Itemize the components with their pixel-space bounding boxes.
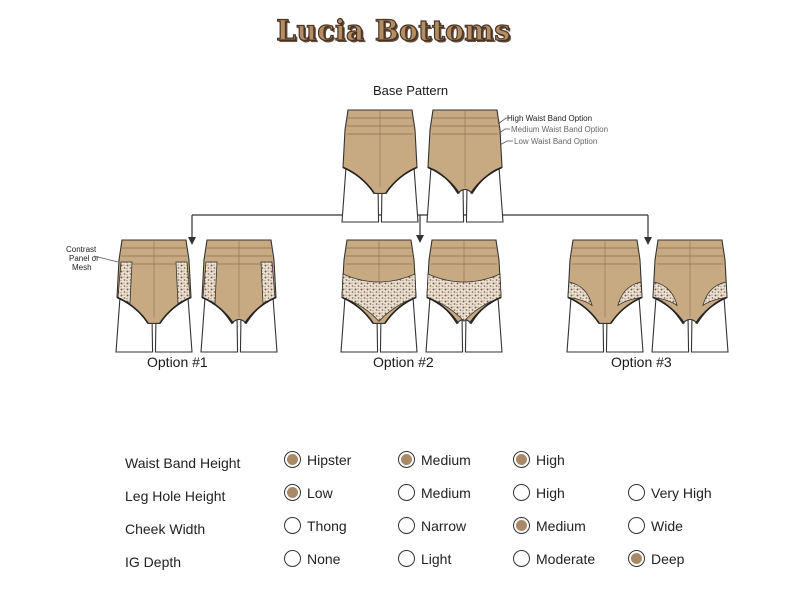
radio-circle[interactable]	[398, 484, 415, 501]
selector-label: Leg Hole Height	[125, 488, 226, 504]
selector-label: IG Depth	[125, 554, 182, 570]
radio-moderate[interactable]: Moderate	[513, 550, 595, 567]
radio-label: High	[536, 484, 565, 501]
radio-circle[interactable]	[398, 517, 415, 534]
base-back	[426, 109, 504, 223]
radio-circle[interactable]	[628, 484, 645, 501]
radio-none[interactable]: None	[284, 550, 340, 567]
arrowheads	[188, 235, 652, 245]
selector-label: Cheek Width	[125, 521, 206, 537]
option-1-label: Option #1	[147, 354, 208, 370]
annotation-line-1: Contrast	[66, 245, 97, 254]
radio-light[interactable]: Light	[398, 550, 451, 567]
selector-row-leg-hole-height: Leg Hole Height Low Medium High Very Hig…	[0, 484, 787, 510]
option-1-back	[200, 239, 278, 353]
radio-label: Low	[307, 484, 333, 501]
option-1-front	[115, 239, 193, 353]
radio-label: Moderate	[536, 550, 596, 567]
radio-label: Narrow	[421, 517, 467, 534]
base-pattern-label: Base Pattern	[373, 83, 449, 98]
radio-circle[interactable]	[513, 550, 530, 567]
page-title: Lucia Bottoms	[276, 13, 511, 47]
radio-label: Hipster	[307, 451, 352, 468]
radio-thong[interactable]: Thong	[284, 517, 347, 534]
radio-medium[interactable]: Medium	[513, 517, 586, 534]
radio-label: Light	[421, 550, 452, 567]
radio-low[interactable]: Low	[284, 484, 333, 501]
radio-label: Thong	[307, 517, 347, 534]
radio-label: Very High	[651, 484, 712, 501]
selector-label: Waist Band Height	[125, 455, 241, 471]
selector-row-waist-band-height: Waist Band Height Hipster Medium High	[0, 451, 787, 477]
radio-label: Deep	[651, 550, 685, 567]
radio-label: Medium	[536, 517, 586, 534]
radio-high[interactable]: High	[513, 484, 565, 501]
radio-circle[interactable]	[284, 451, 301, 468]
radio-circle[interactable]	[284, 517, 301, 534]
radio-circle[interactable]	[628, 517, 645, 534]
option-3-label: Option #3	[611, 354, 672, 370]
option-2-label: Option #2	[373, 354, 434, 370]
radio-label: Wide	[651, 517, 683, 534]
radio-circle[interactable]	[284, 484, 301, 501]
radio-deep[interactable]: Deep	[628, 550, 684, 567]
radio-label: High	[536, 451, 565, 468]
callout-medium-waist: Medium Waist Band Option	[511, 125, 609, 134]
option-2-front	[340, 239, 418, 353]
radio-label: Medium	[421, 484, 471, 501]
radio-circle[interactable]	[284, 550, 301, 567]
annotation-line-2: Panel or	[69, 254, 99, 263]
radio-wide[interactable]: Wide	[628, 517, 683, 534]
selector-row-cheek-width: Cheek Width Thong Narrow Medium Wide	[0, 517, 787, 543]
radio-circle[interactable]	[513, 451, 530, 468]
option-2-back	[425, 239, 503, 353]
callout-high-waist: High Waist Band Option	[507, 114, 593, 123]
radio-medium[interactable]: Medium	[398, 484, 471, 501]
callout-low-waist: Low Waist Band Option	[514, 137, 598, 146]
selector-row-ig-depth: IG Depth None Light Moderate Deep	[0, 550, 787, 576]
radio-label: None	[307, 550, 341, 567]
radio-very-high[interactable]: Very High	[628, 484, 712, 501]
radio-hipster[interactable]: Hipster	[284, 451, 351, 468]
tree-connectors	[191, 214, 649, 240]
radio-circle[interactable]	[398, 451, 415, 468]
radio-circle[interactable]	[513, 517, 530, 534]
radio-circle[interactable]	[513, 484, 530, 501]
option-3-back	[651, 239, 729, 353]
radio-label: Medium	[421, 451, 471, 468]
radio-medium[interactable]: Medium	[398, 451, 471, 468]
radio-high[interactable]: High	[513, 451, 565, 468]
annotation-line-3: Mesh	[72, 263, 92, 272]
base-front	[341, 109, 419, 223]
option-3-front	[566, 239, 644, 353]
radio-narrow[interactable]: Narrow	[398, 517, 466, 534]
radio-circle[interactable]	[628, 550, 645, 567]
radio-circle[interactable]	[398, 550, 415, 567]
